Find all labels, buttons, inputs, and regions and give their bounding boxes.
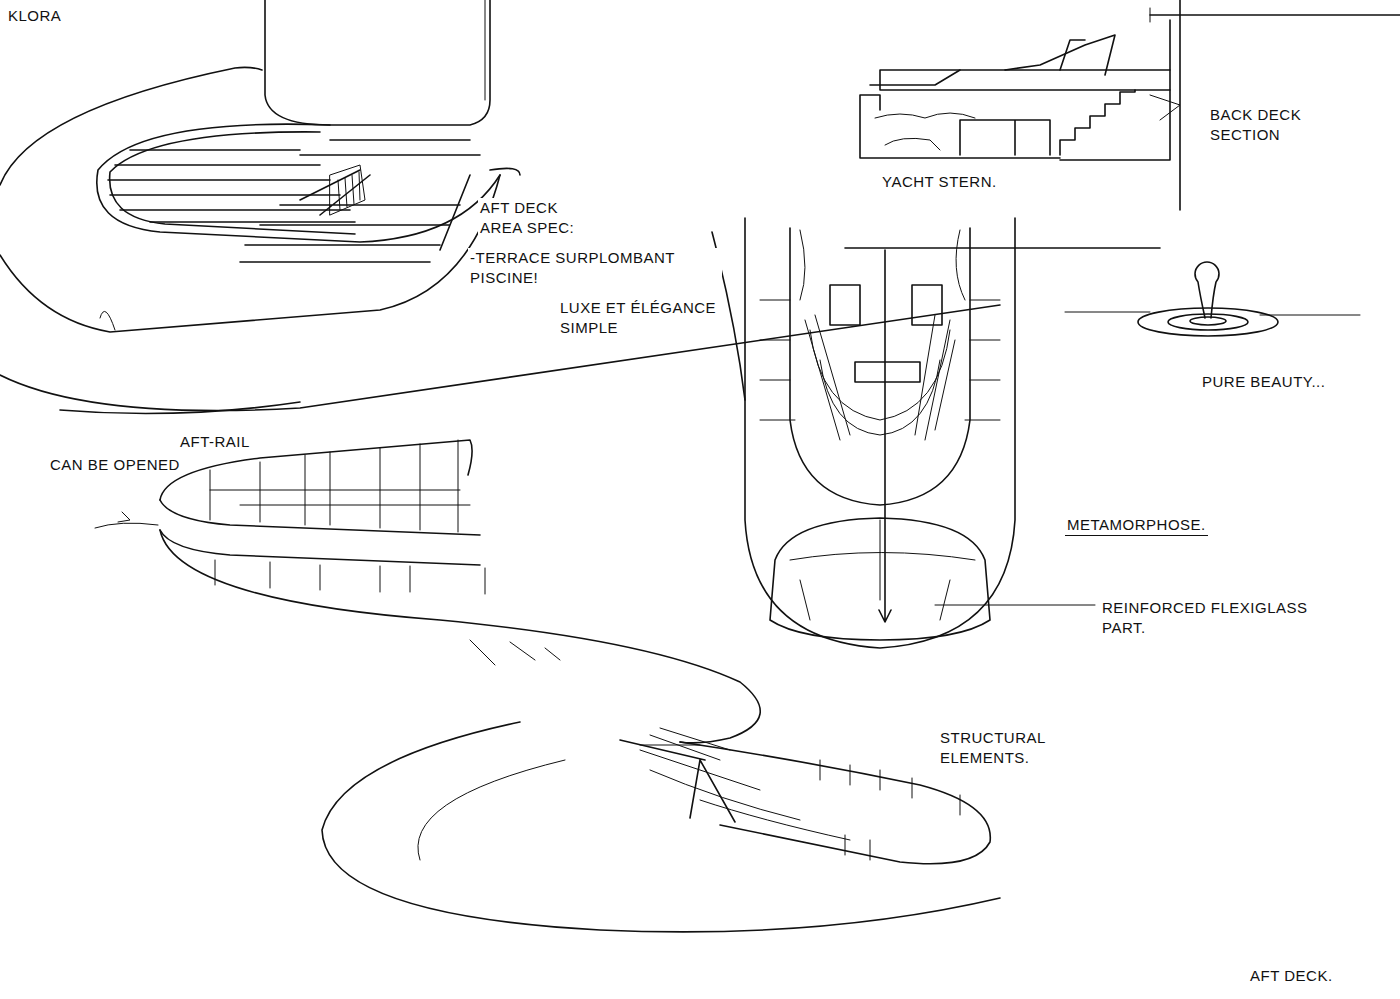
section-title: YACHT STERN.: [880, 172, 999, 192]
stern-top-view: [712, 218, 1160, 648]
signature: KLORA: [6, 6, 63, 26]
section-title: BACK DECK SECTION: [1208, 105, 1332, 144]
callout-label: CAN BE OPENED: [48, 455, 182, 475]
note: PURE BEAUTY...: [1200, 372, 1329, 392]
back-deck-section: [860, 0, 1400, 210]
callout-label: STRUCTURAL ELEMENTS.: [938, 728, 1102, 767]
section-title: METAMORPHOSE.: [1065, 515, 1208, 536]
aft-deck-perspective: [0, 0, 1000, 414]
spec-heading: AFT DECK AREA SPEC:: [478, 198, 592, 237]
callout-label: AFT-RAIL: [178, 432, 252, 452]
sheet-title: AFT DECK.: [1248, 966, 1335, 986]
aft-deck-rail-perspective: [95, 440, 1000, 932]
callout-label: REINFORCED FLEXIGLASS PART.: [1100, 598, 1334, 637]
spec-note: -TERRACE SURPLOMBANT PISCINE!: [468, 248, 722, 287]
spec-note: LUXE ET ÉLÉGANCE SIMPLE: [558, 298, 722, 337]
water-drop: [1065, 262, 1360, 336]
